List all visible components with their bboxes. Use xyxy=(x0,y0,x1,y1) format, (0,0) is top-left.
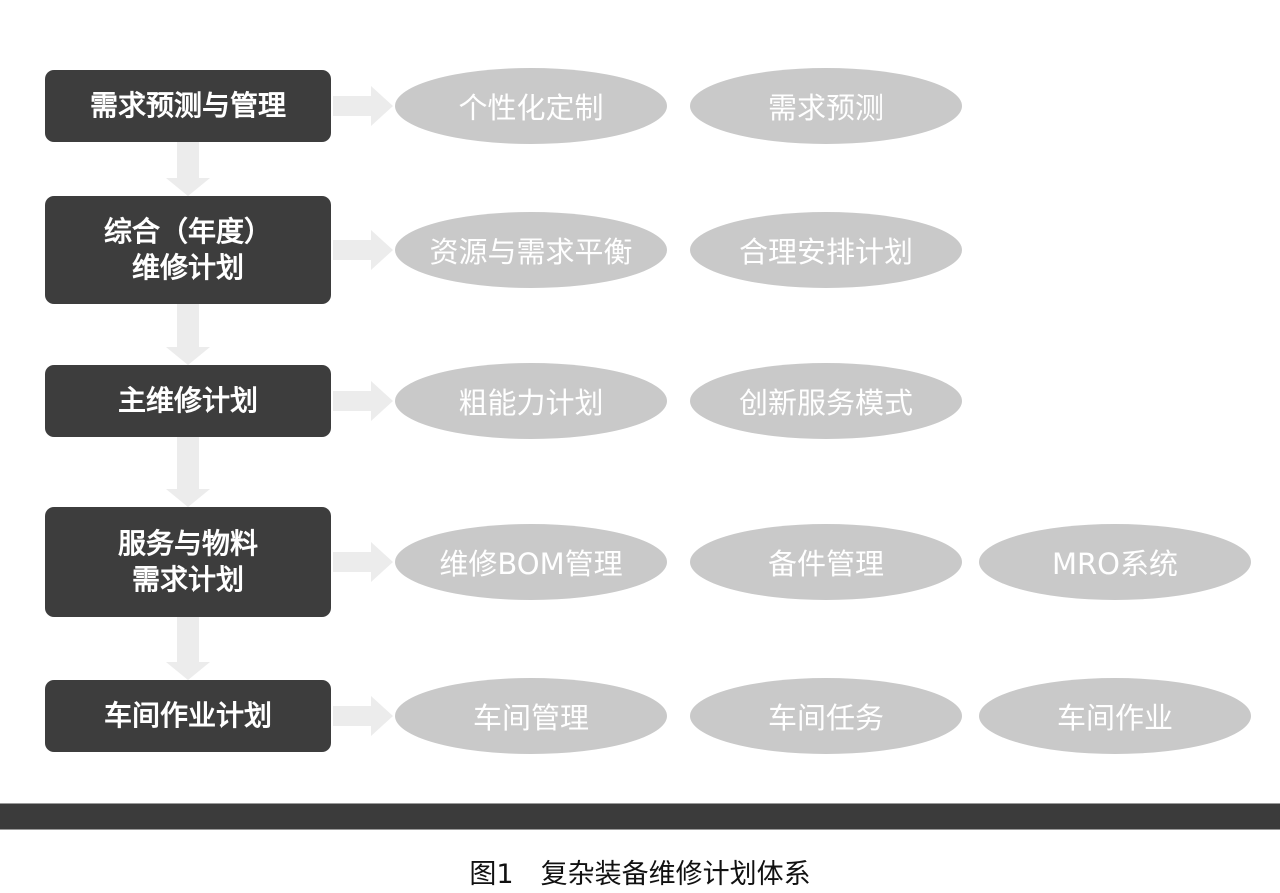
feature-ellipse: 需求预测 xyxy=(690,68,962,144)
down-arrow-icon xyxy=(166,437,210,507)
right-arrow-icon xyxy=(333,381,393,421)
feature-ellipse: 车间管理 xyxy=(395,678,667,754)
feature-ellipse: MRO系统 xyxy=(979,524,1251,600)
down-arrow-icon xyxy=(166,304,210,365)
feature-ellipse: 车间任务 xyxy=(690,678,962,754)
down-arrow-icon xyxy=(166,142,210,196)
right-arrow-icon xyxy=(333,86,393,126)
feature-ellipse: 资源与需求平衡 xyxy=(395,212,667,288)
right-arrow-icon xyxy=(333,542,393,582)
feature-ellipse: 车间作业 xyxy=(979,678,1251,754)
feature-ellipse: 个性化定制 xyxy=(395,68,667,144)
feature-ellipse: 维修BOM管理 xyxy=(395,524,667,600)
feature-ellipse: 备件管理 xyxy=(690,524,962,600)
feature-ellipse: 合理安排计划 xyxy=(690,212,962,288)
divider-bar xyxy=(0,803,1280,830)
right-arrow-icon xyxy=(333,230,393,270)
down-arrow-icon xyxy=(166,617,210,680)
plan-level-box: 服务与物料 需求计划 xyxy=(45,507,331,617)
plan-level-box: 综合（年度） 维修计划 xyxy=(45,196,331,304)
plan-level-box: 车间作业计划 xyxy=(45,680,331,752)
plan-level-box: 主维修计划 xyxy=(45,365,331,437)
feature-ellipse: 粗能力计划 xyxy=(395,363,667,439)
feature-ellipse: 创新服务模式 xyxy=(690,363,962,439)
right-arrow-icon xyxy=(333,696,393,736)
plan-level-box: 需求预测与管理 xyxy=(45,70,331,142)
figure-caption: 图1 复杂装备维修计划体系 xyxy=(469,859,811,890)
